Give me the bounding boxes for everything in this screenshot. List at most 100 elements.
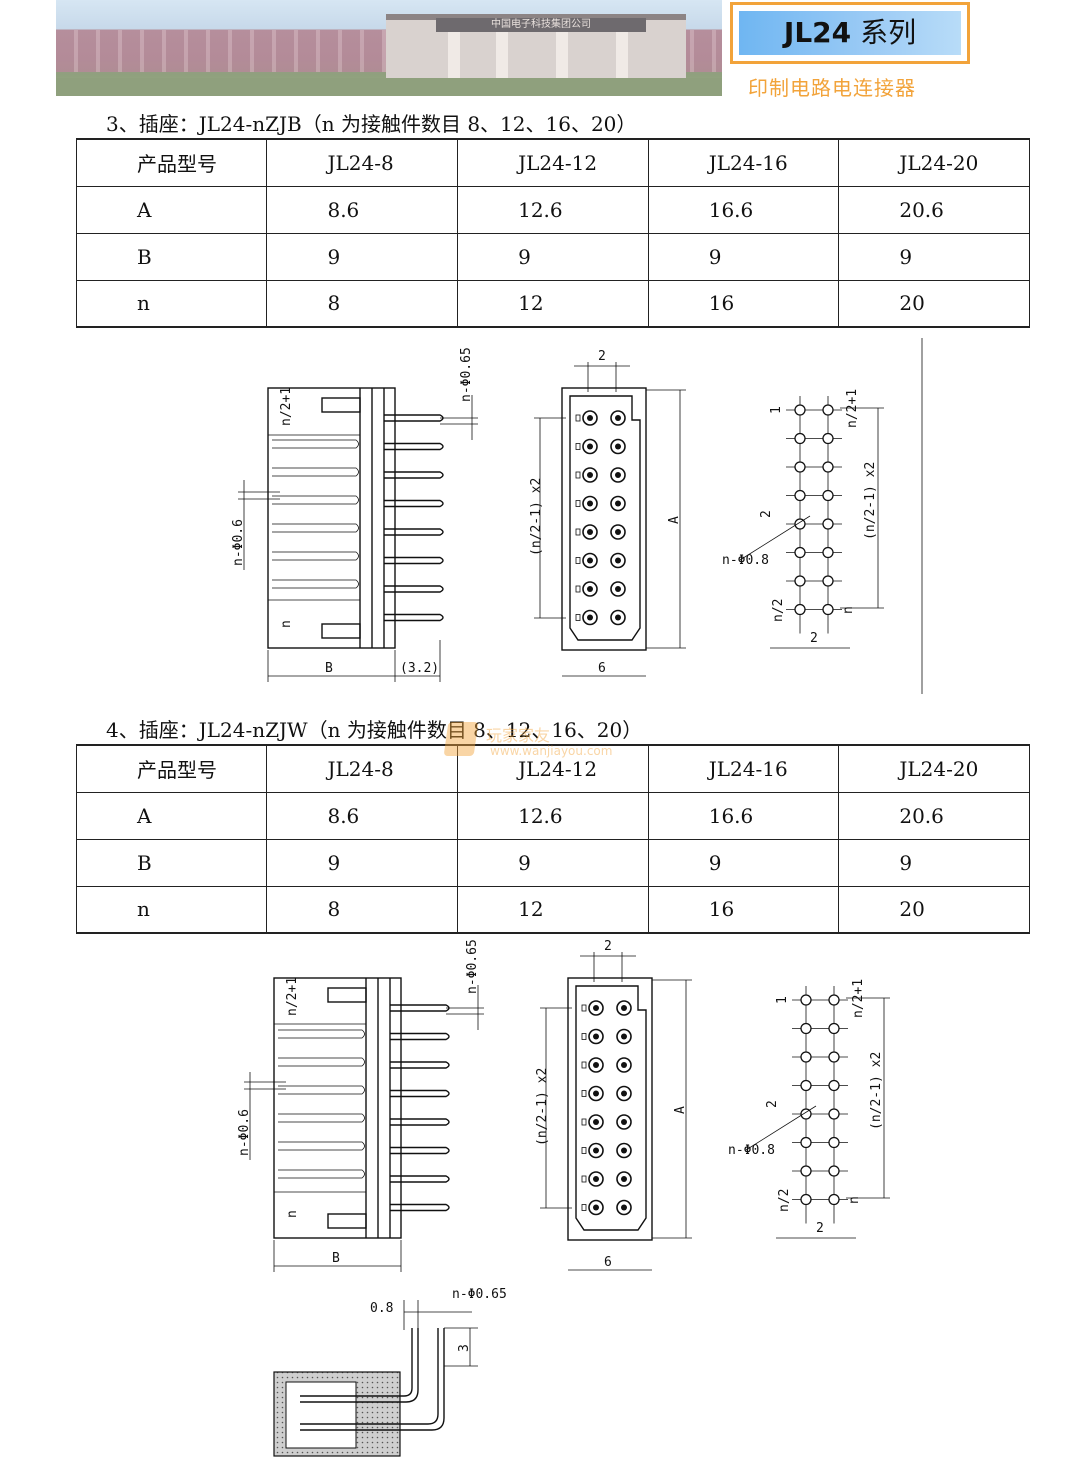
pcb-layout-4: 1 n/2+1 2 n-Φ0.8 (n/2-1) x2 n/2 n 2 bbox=[728, 979, 890, 1239]
contact-socket-center bbox=[593, 1090, 599, 1097]
key-notch bbox=[575, 500, 581, 507]
dim-label: 0.8 bbox=[370, 1301, 393, 1316]
dim-label: 1 bbox=[775, 996, 790, 1004]
pcb-hole bbox=[822, 489, 834, 502]
table-cell: 9 bbox=[647, 232, 840, 281]
key-notch bbox=[581, 1118, 587, 1126]
key-notch bbox=[581, 1090, 587, 1097]
series-suffix: 系列 bbox=[860, 16, 917, 49]
pin bbox=[390, 1032, 450, 1041]
table-cell: 12 bbox=[457, 885, 649, 934]
dim-label: n-Φ0.8 bbox=[722, 553, 769, 568]
table-row: n 8 12 16 20 bbox=[75, 885, 1030, 934]
dim-label: n bbox=[841, 606, 856, 614]
table-cell: A bbox=[75, 185, 268, 234]
pin bbox=[384, 499, 444, 508]
table-cell: 12 bbox=[457, 279, 649, 328]
table-cell: JL24-12 bbox=[457, 138, 649, 187]
contact-socket-center bbox=[615, 586, 621, 592]
table-cell: 12.6 bbox=[457, 791, 649, 840]
pcb-hole bbox=[794, 575, 806, 587]
key-notch bbox=[575, 414, 581, 422]
key-notch bbox=[581, 1061, 587, 1069]
key-notch bbox=[575, 528, 581, 536]
contact-socket-center bbox=[615, 529, 621, 535]
dim-label: (n/2-1) x2 bbox=[529, 478, 544, 556]
table-row: A 8.6 12.6 16.6 20.6 bbox=[75, 791, 1030, 840]
table-cell: 20.6 bbox=[838, 791, 1030, 840]
dim-label: (3.2) bbox=[400, 661, 439, 676]
table-cell: 20 bbox=[838, 885, 1030, 934]
dim-label: 6 bbox=[598, 661, 606, 676]
table-cell: 16.6 bbox=[647, 791, 840, 840]
dim-label: n/2+1 bbox=[279, 387, 294, 426]
series-code: JL24 bbox=[783, 16, 852, 49]
watermark-name: 玩家家友 bbox=[486, 726, 551, 745]
pin bbox=[384, 414, 444, 422]
contact-socket-center bbox=[587, 415, 593, 421]
dim-label: n/2+1 bbox=[285, 977, 300, 1016]
key-notch bbox=[575, 585, 581, 593]
table-header-row: 产品型号 JL24-8 JL24-12 JL24-16 JL24-20 bbox=[75, 138, 1030, 187]
contact-slot bbox=[272, 439, 359, 449]
key-notch bbox=[575, 614, 581, 621]
dim-label: n-Φ0.65 bbox=[452, 1287, 507, 1302]
contact-socket-center bbox=[621, 1204, 627, 1211]
contact-slot bbox=[278, 1085, 365, 1095]
pcb-hole bbox=[822, 404, 834, 416]
table-cell: 9 bbox=[647, 838, 840, 887]
contact-slot bbox=[278, 1029, 365, 1039]
pcb-hole bbox=[828, 1165, 840, 1177]
contact-socket-center bbox=[593, 1062, 599, 1068]
pcb-hole bbox=[800, 1022, 812, 1035]
dim-label: 6 bbox=[604, 1255, 612, 1270]
dim-label: n-Φ0.8 bbox=[728, 1143, 775, 1158]
table-cell: 8 bbox=[266, 279, 459, 328]
contact-socket-center bbox=[593, 1176, 599, 1182]
contact-socket-center bbox=[587, 586, 593, 592]
dim-label: 2 bbox=[598, 349, 606, 364]
dim-label: n/2 bbox=[771, 599, 786, 622]
table-cell: JL24-16 bbox=[647, 138, 840, 187]
pin bbox=[390, 1146, 450, 1155]
contact-socket-center bbox=[593, 1005, 599, 1011]
dim-label: 2 bbox=[765, 1100, 780, 1108]
key-notch bbox=[575, 471, 581, 479]
side-view-4: n-Φ0.65 n/2+1 n n-Φ0.6 B bbox=[237, 939, 484, 1272]
table-cell: JL24-20 bbox=[838, 744, 1030, 793]
lawn bbox=[56, 78, 722, 96]
pin bbox=[384, 613, 444, 622]
pcb-hole bbox=[794, 489, 806, 502]
factory-photo: 中国电子科技集团公司 bbox=[56, 0, 722, 96]
section-4-title: 4、插座：JL24-nZJW（n 为接触件数目 8、12、16、20） bbox=[106, 718, 643, 742]
pcb-hole bbox=[800, 1051, 812, 1063]
dim-label: n-Φ0.65 bbox=[459, 347, 474, 402]
front-view-3: 2 (n/2-1) x2 A 6 bbox=[529, 349, 686, 677]
pcb-hole bbox=[822, 603, 834, 616]
table-cell: 产品型号 bbox=[75, 744, 268, 793]
dim-label: (n/2-1) x2 bbox=[535, 1068, 550, 1146]
dim-label: A bbox=[673, 1106, 688, 1114]
contact-socket-center bbox=[593, 1147, 599, 1154]
contact-socket-center bbox=[615, 557, 621, 564]
contact-socket-center bbox=[621, 1147, 627, 1154]
contact-slot bbox=[278, 1113, 365, 1123]
contact-socket-center bbox=[621, 1090, 627, 1097]
table-cell: n bbox=[75, 885, 268, 934]
pcb-hole bbox=[828, 1051, 840, 1063]
right-angle-section-4: 0.8 n-Φ0.65 3 bbox=[273, 1287, 507, 1457]
contact-socket-center bbox=[587, 472, 593, 478]
contact-socket-center bbox=[621, 1119, 627, 1125]
pin bbox=[384, 585, 444, 593]
dim-label: n-Φ0.6 bbox=[237, 1109, 252, 1156]
pcb-hole bbox=[822, 546, 834, 559]
contact-socket-center bbox=[615, 472, 621, 478]
pcb-hole bbox=[822, 518, 834, 530]
table-cell: B bbox=[75, 838, 268, 887]
table-row: n 8 12 16 20 bbox=[75, 279, 1030, 328]
key-notch bbox=[575, 443, 581, 450]
column bbox=[448, 22, 460, 80]
pin bbox=[390, 1089, 450, 1098]
pcb-layout-3: 1 n/2+1 2 n-Φ0.8 (n/2-1) x2 n/2 n 2 bbox=[722, 389, 884, 649]
contact-slot bbox=[272, 495, 359, 505]
